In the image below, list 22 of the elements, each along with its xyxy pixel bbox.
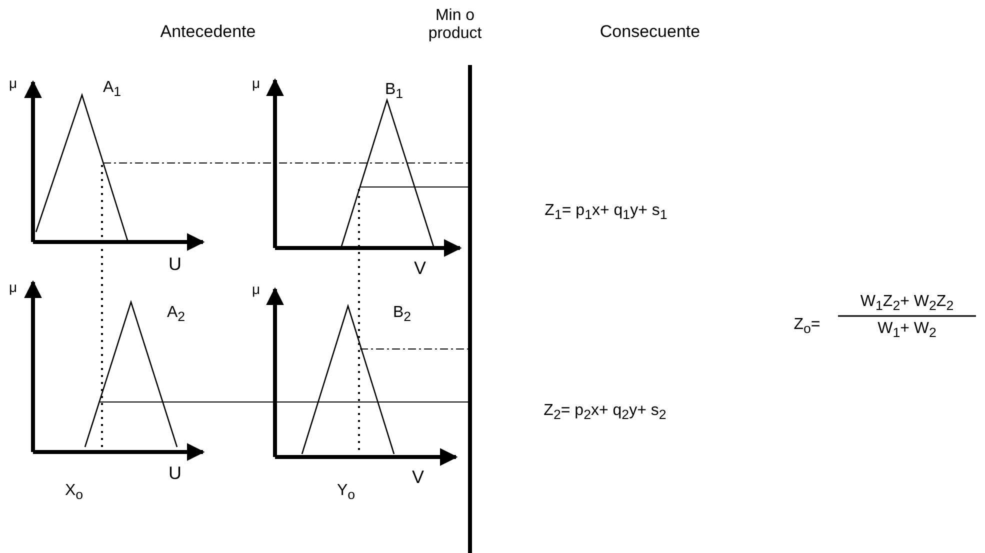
axis-label: U (168, 462, 182, 484)
set-label: A$_{1}$ (102, 78, 122, 100)
axis-label: U (168, 254, 182, 274)
axis-label: X$_{o}$ (64, 482, 84, 502)
set-label: B$_{1}$ (384, 80, 404, 102)
heading: Antecedente (160, 22, 256, 42)
equation: W$_{1}$+ W$_{2}$ (878, 320, 936, 340)
equation: Z$_{1}$= p$_{1}$x+ q$_{1}$y+ s$_{1}$ (544, 202, 668, 222)
set-label: A$_{2}$ (166, 304, 186, 324)
equation: W$_{1}$Z$_{2}$+ W$_{2}$Z$_{2}$ (860, 292, 954, 314)
axis-label: Y$_{o}$ (336, 482, 356, 502)
set-label: B$_{2}$ (392, 304, 412, 324)
axis-label: V (414, 258, 426, 278)
axis-label: μ (252, 280, 260, 298)
equation: Z$_{o}$= (794, 316, 820, 336)
axis-label: V (412, 466, 424, 488)
equation: Z$_{2}$= p$_{2}$x+ q$_{2}$y+ s$_{2}$ (544, 402, 666, 422)
axis-label: μ (8, 74, 18, 92)
axis-label: μ (252, 74, 260, 92)
axis-label: μ (8, 278, 18, 296)
heading: Consecuente (600, 22, 700, 42)
heading: Min o product (427, 6, 483, 44)
